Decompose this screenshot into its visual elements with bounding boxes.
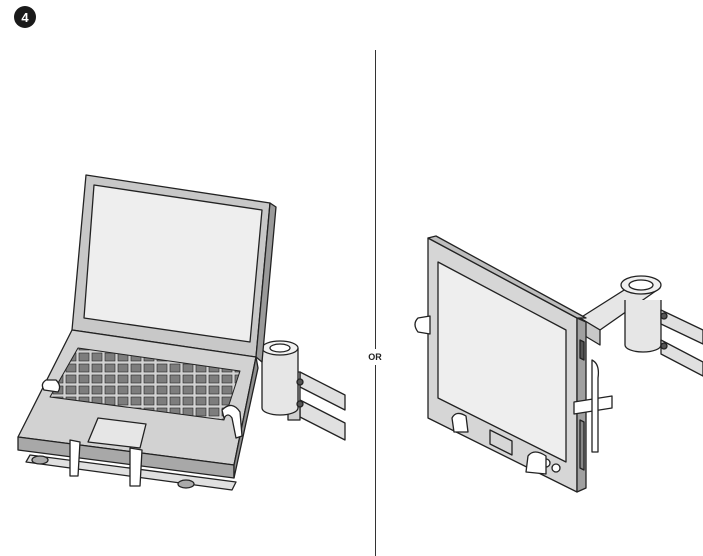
or-divider-line bbox=[375, 50, 376, 556]
laptop-support-arm bbox=[261, 340, 346, 441]
laptop-base bbox=[17, 329, 259, 479]
step-number-badge: 4 bbox=[14, 6, 36, 28]
or-label: OR bbox=[361, 349, 389, 365]
monitor-support-arm bbox=[579, 275, 703, 377]
laptop-lid bbox=[71, 174, 277, 363]
monitor-body bbox=[427, 235, 587, 493]
laptop-mount-illustration bbox=[17, 174, 346, 491]
laptop-tray-clips bbox=[41, 379, 243, 487]
monitor-mount-illustration bbox=[414, 235, 703, 493]
step-number: 4 bbox=[21, 9, 29, 25]
monitor-clips bbox=[414, 315, 613, 475]
